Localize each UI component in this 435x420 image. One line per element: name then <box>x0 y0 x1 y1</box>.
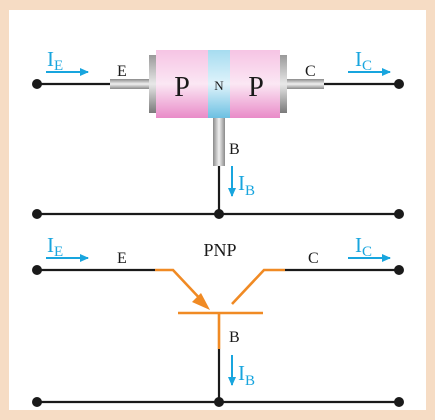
common-terminal-right-top <box>394 209 404 219</box>
p-region-right <box>230 50 280 118</box>
emitter-current-label-bottom: IE <box>47 233 63 260</box>
collector-current-label-top: IC <box>355 47 372 74</box>
collector-terminal-bottom <box>394 265 404 275</box>
collector-label-bottom: C <box>308 250 319 267</box>
left-end-cap <box>149 55 156 113</box>
base-current-label-bottom: IB <box>238 361 255 389</box>
p-region-left <box>156 50 208 118</box>
collector-terminal-top <box>394 79 404 89</box>
base-junction-bottom <box>214 397 224 407</box>
left-p-label: P <box>174 72 190 103</box>
right-end-cap <box>280 55 287 113</box>
n-label: N <box>214 78 224 93</box>
base-current-label-top: IB <box>238 171 255 199</box>
collector-leg-symbol <box>231 268 285 305</box>
emitter-label-top: E <box>117 63 127 80</box>
base-junction-top <box>214 209 224 219</box>
emitter-leg-symbol <box>155 268 206 305</box>
common-terminal-left-bottom <box>32 397 42 407</box>
collector-lead <box>282 79 324 89</box>
pnp-title: PNP <box>203 240 236 260</box>
base-lead <box>213 118 225 166</box>
emitter-terminal-top <box>32 79 42 89</box>
emitter-label-bottom: E <box>117 250 127 267</box>
base-label-bottom: B <box>229 329 240 346</box>
emitter-arrow-icon <box>192 293 210 310</box>
emitter-terminal-bottom <box>32 265 42 275</box>
common-terminal-right-bottom <box>394 397 404 407</box>
top-physical-transistor: P N P E C B IE IC IB <box>32 47 404 219</box>
emitter-lead <box>110 79 154 89</box>
n-region <box>208 50 230 118</box>
collector-current-label-bottom: IC <box>355 233 372 260</box>
common-terminal-left-top <box>32 209 42 219</box>
base-label-top: B <box>229 141 240 158</box>
emitter-current-label-top: IE <box>47 47 63 74</box>
right-p-label: P <box>248 72 264 103</box>
collector-label-top: C <box>305 63 316 80</box>
bottom-pnp-symbol: PNP E C B IE IC IB <box>32 233 404 407</box>
